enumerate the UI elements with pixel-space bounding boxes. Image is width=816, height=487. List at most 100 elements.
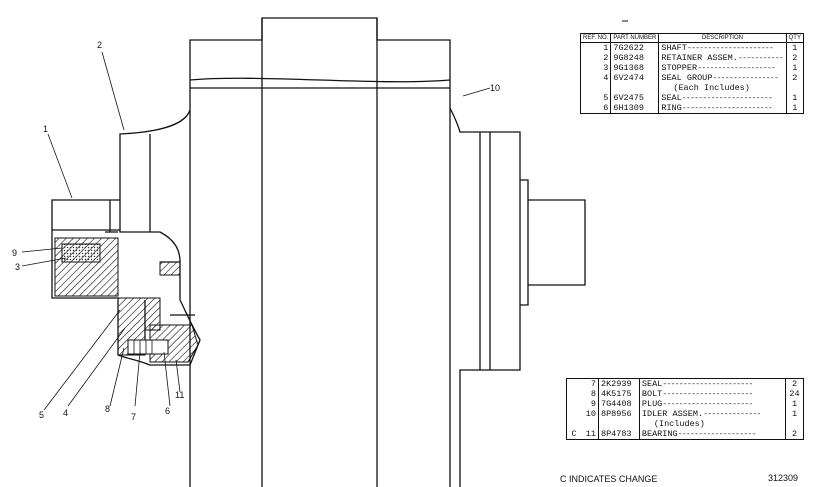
cell-ref: 4 <box>580 73 612 83</box>
cell-desc: SEAL---------------------- <box>659 93 786 103</box>
cell-qty: 1 <box>785 93 804 103</box>
cell-part: 8P4783 <box>598 429 640 440</box>
cell-qty-text: 2 <box>792 73 798 83</box>
cell-chg: C <box>567 429 582 440</box>
cell-desc-text: SEAL GROUP <box>661 73 713 83</box>
cell-desc: RETAINER ASSEM.----------- <box>659 53 786 63</box>
right-hub-step <box>479 132 491 370</box>
cell-part <box>598 419 640 429</box>
cell-part: 4K5175 <box>598 389 640 399</box>
cell-qty: 1 <box>785 399 804 409</box>
cell-qty: 1 <box>785 42 804 53</box>
cell-part: 9G1368 <box>610 63 660 73</box>
cell-part: 6H1309 <box>610 103 660 114</box>
idler-body-outline <box>189 17 451 487</box>
cell-qty <box>785 419 804 429</box>
cell-ref: 9 <box>581 399 599 409</box>
cell-chg <box>567 379 582 390</box>
table-row: (Each Includes) <box>580 83 804 93</box>
header-part-number: PART NUMBER <box>610 33 660 43</box>
cell-desc-text: BOLT <box>641 389 663 399</box>
cell-qty-text: 1 <box>791 409 798 419</box>
cell-desc: BOLT---------------------- <box>639 389 785 399</box>
cell-ref-text: 5 <box>603 93 609 103</box>
cell-qty <box>785 83 804 93</box>
cell-part-text: 9G8248 <box>613 53 644 63</box>
callout-1: 1 <box>43 124 48 134</box>
cell-ref: 3 <box>580 63 612 73</box>
idler-body-inner-line <box>261 18 378 487</box>
leader-dashes: ---------------------- <box>662 399 753 409</box>
leader-dashes: ------------------- <box>697 63 776 73</box>
cell-desc: PLUG---------------------- <box>639 399 785 409</box>
cell-desc-text: IDLER ASSEM. <box>641 409 704 419</box>
cell-desc-text: PLUG <box>641 399 663 409</box>
cell-qty: 2 <box>785 429 804 440</box>
callout-8: 8 <box>105 404 110 414</box>
callout-5: 5 <box>39 410 44 420</box>
table-row: 4 6V2474 SEAL GROUP---------------- 2 <box>580 73 804 83</box>
cell-qty-text: 1 <box>792 93 798 103</box>
cell-part-text: 7G2622 <box>613 43 644 53</box>
cell-qty: 24 <box>785 389 804 399</box>
cell-ref: 2 <box>580 53 612 63</box>
cell-desc-text: SEAL <box>641 379 663 389</box>
drawing-number: 312309 <box>768 473 799 483</box>
cell-ref <box>580 83 612 93</box>
cell-part: 2K2939 <box>598 378 640 389</box>
cell-ref <box>581 419 599 429</box>
leader-dashes: ------------------- <box>677 429 757 439</box>
cell-qty-text: 1 <box>791 399 798 409</box>
leader-dashes: ---------------------- <box>662 379 753 389</box>
cell-qty-text: 2 <box>791 379 798 389</box>
callout-4: 4 <box>63 408 68 418</box>
cell-part: 7G4408 <box>598 399 640 409</box>
cell-qty-text: 2 <box>792 53 798 63</box>
cell-qty: 1 <box>785 409 804 419</box>
cell-desc: SEAL GROUP---------------- <box>659 73 786 83</box>
cell-desc-text: (Each Includes) <box>673 83 750 93</box>
cell-desc-text: RETAINER ASSEM. <box>661 53 738 63</box>
cell-chg <box>567 389 582 399</box>
cell-part: 8P8956 <box>598 409 640 419</box>
cell-desc: (Includes) <box>639 419 785 429</box>
cell-ref: 6 <box>580 103 612 114</box>
leader-dashes: ---------------------- <box>681 93 773 103</box>
cell-ref: 1 <box>580 42 612 53</box>
leader-dashes: ----------- <box>737 53 784 63</box>
leader-dashes: ---------------------- <box>662 389 753 399</box>
cell-ref: 10 <box>581 409 599 419</box>
change-note: C INDICATES CHANGE <box>560 474 658 484</box>
cell-part-text: 7G4408 <box>600 399 632 409</box>
cell-ref-text: 2 <box>603 53 609 63</box>
cell-part: 6V2475 <box>610 93 660 103</box>
cell-part-text: 6V2474 <box>613 73 644 83</box>
table-row: (Includes) <box>567 419 804 429</box>
cell-desc: SEAL---------------------- <box>639 379 785 389</box>
cell-ref-text: 8 <box>590 389 596 399</box>
cell-ref-text: 4 <box>603 73 609 83</box>
idler-rim-top <box>189 77 451 83</box>
cell-desc: BEARING------------------- <box>639 429 785 440</box>
cell-ref-text: 3 <box>603 63 609 73</box>
leader-dashes: ---------------------- <box>681 103 773 113</box>
cell-desc-text: RING <box>661 103 682 113</box>
cell-desc-text: SHAFT <box>661 43 687 53</box>
cell-part: 9G8248 <box>610 53 660 63</box>
callout-6: 6 <box>165 406 170 416</box>
cell-part-text: 9G1368 <box>613 63 644 73</box>
callout-11: 11 <box>175 390 184 400</box>
cell-part-text: 2K2939 <box>600 379 632 389</box>
bolt <box>127 339 169 355</box>
stopper-section <box>61 243 101 263</box>
